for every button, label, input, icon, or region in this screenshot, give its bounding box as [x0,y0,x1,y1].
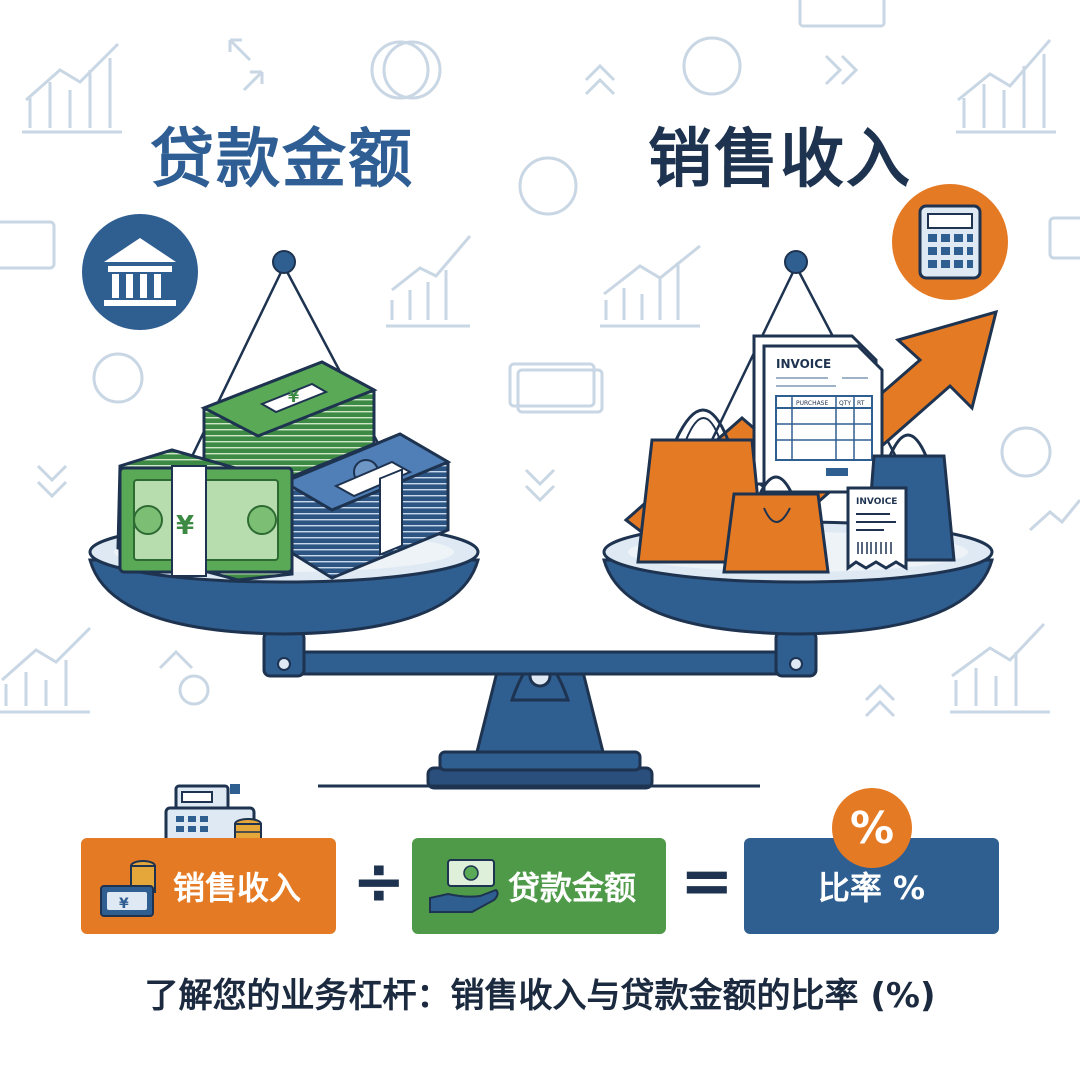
invoice-col-purchase: PURCHASE [796,400,828,407]
hand-money-icon [426,854,502,920]
yen-coin-icon [520,158,576,214]
percent-icon: % [832,788,912,868]
invoice-title: INVOICE [776,357,831,371]
arrows-icon [230,40,262,90]
invoice-col-qty: QTY [839,400,851,407]
banknote-icon [800,0,884,26]
trend-chart-icon [950,624,1050,712]
scale-beam [264,632,816,676]
bank-icon [82,214,198,330]
banknote-icon [1050,218,1080,258]
denominator-label: 贷款金额 [508,863,636,909]
formula-denominator-box: 贷款金额 [412,838,666,934]
percent-badge-label: % [850,803,894,854]
result-label: 比率 % [818,863,925,909]
formula-numerator-box: ¥ 销售收入 [81,838,336,934]
yen-coin-icon [372,42,440,98]
money-stack-green-front: ¥ [118,450,292,580]
chevron-right-icon [826,56,856,84]
trend-line-icon [1030,500,1080,530]
trend-chart-icon [22,44,122,132]
title-sales-revenue: 销售收入 [648,128,912,192]
chevron-up-icon [586,66,614,94]
yen-symbol: ¥ [288,387,299,406]
receipt: INVOICE [848,488,906,568]
title-loan-amount: 贷款金额 [150,128,414,192]
trend-chart-icon [0,628,90,712]
trend-chart-icon [600,246,700,326]
caption: 了解您的业务杠杆：销售收入与贷款金额的比率 (%) [0,968,1080,1017]
banknote-icon [0,222,54,268]
banknote-icon [510,364,602,412]
yen-coin-icon [1002,428,1050,476]
chevron-up-icon [866,686,894,716]
trend-chart-icon [386,236,470,326]
svg-text:¥: ¥ [119,896,129,912]
yen-symbol: ¥ [176,511,194,541]
dollar-arrow-icon [160,652,208,704]
scale-stand [318,660,760,788]
divide-operator: ÷ [352,850,406,914]
invoice-col-rt: RT [857,400,865,407]
receipt-title: INVOICE [856,497,897,507]
trend-chart-icon [956,40,1056,132]
chevron-down-icon [38,466,66,496]
numerator-label: 销售收入 [173,863,301,909]
equals-operator: = [680,850,734,914]
calculator-icon [892,184,1008,300]
cash-coins-icon: ¥ [95,852,165,922]
chevron-down-icon [526,470,554,500]
invoice-document: INVOICE PURCHASE QTY RT [754,336,882,492]
yen-coin-icon [684,38,740,94]
yen-coin-icon [94,354,142,402]
